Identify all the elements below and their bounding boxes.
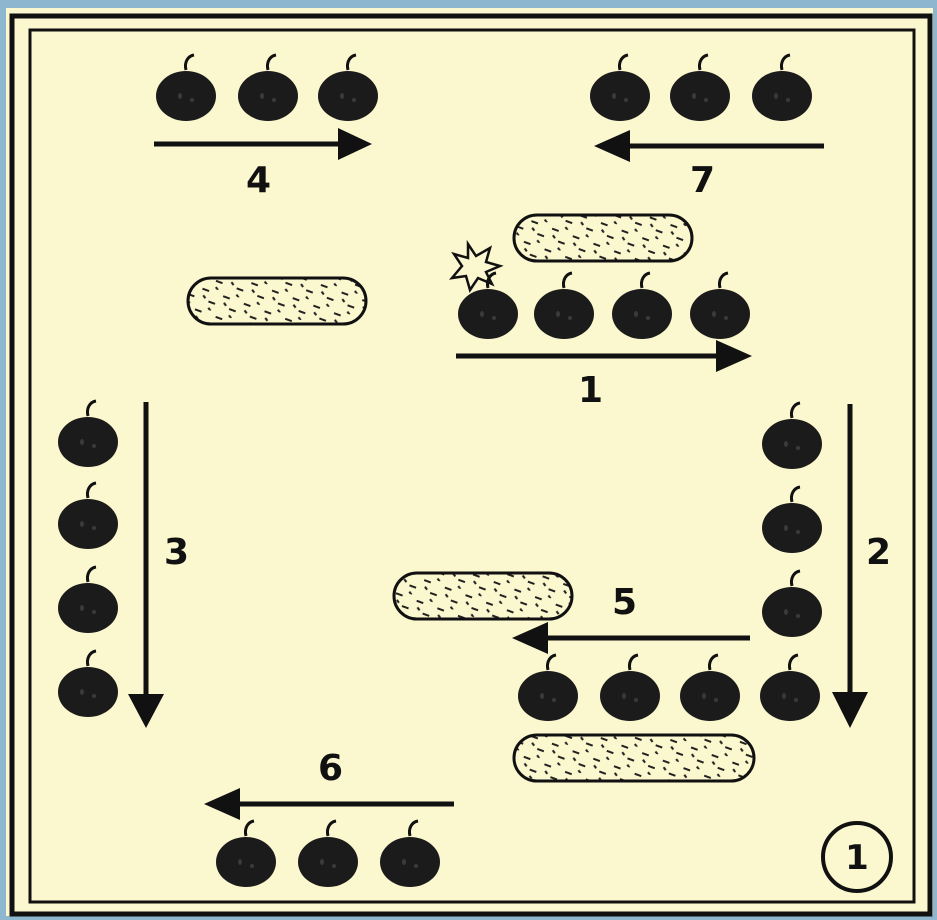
- label-4: 4: [246, 160, 271, 201]
- bomb-group-3: 3: [56, 399, 189, 728]
- inner-frame: [28, 28, 916, 904]
- bomb-group-7: 7: [588, 53, 824, 201]
- hatched-platform-icon: [392, 571, 574, 621]
- label-6: 6: [318, 748, 343, 789]
- hatched-platform-icon: [512, 733, 756, 783]
- figure-number-circle: [821, 821, 893, 893]
- arrow-right-icon: [716, 340, 752, 372]
- label-3: 3: [164, 532, 189, 573]
- arrow-left-icon: [594, 130, 630, 162]
- bomb-group-2: 2: [760, 401, 891, 728]
- figure-number: 1: [845, 838, 869, 878]
- arrow-down-icon: [832, 692, 868, 728]
- outer-frame: [9, 13, 933, 917]
- hatched-platform-icon: [512, 213, 694, 263]
- arrow-down-icon: [128, 694, 164, 728]
- hatched-platform-icon: [186, 276, 368, 326]
- bomb-group-5: 5: [512, 582, 822, 722]
- bomb-group-6: 6: [204, 748, 454, 888]
- arrow-left-icon: [512, 622, 548, 654]
- label-7: 7: [690, 160, 715, 201]
- bomb-group-4: 4: [154, 53, 380, 201]
- arrow-left-icon: [204, 788, 240, 820]
- figure-number-badge: 1: [821, 821, 893, 893]
- label-1: 1: [578, 370, 603, 411]
- bomb-group-1: 1: [448, 239, 752, 411]
- arrow-right-icon: [338, 128, 372, 160]
- label-5: 5: [612, 582, 637, 623]
- label-2: 2: [866, 532, 891, 573]
